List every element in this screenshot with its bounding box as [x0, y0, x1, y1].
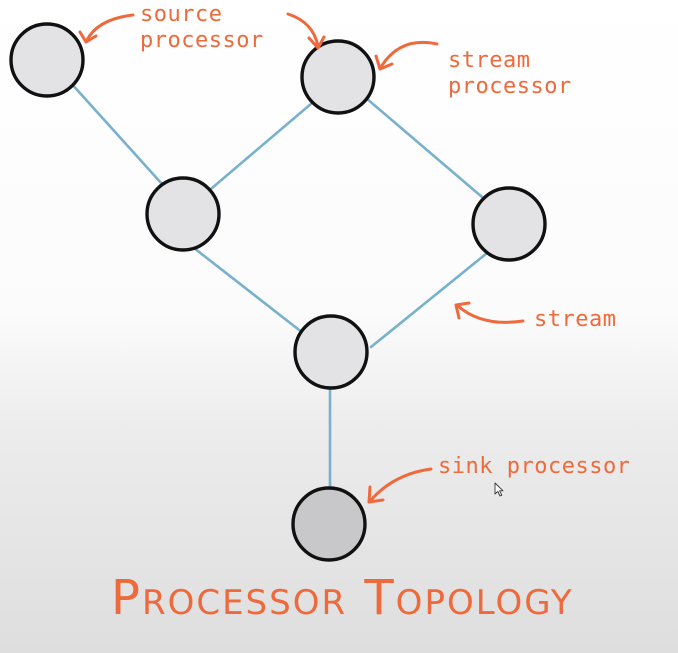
diagram-title: Processor Topology — [111, 570, 574, 626]
label-sink-processor: sink processor — [438, 454, 631, 479]
mouse-cursor-icon — [494, 482, 504, 497]
edge-source-to-left-node — [68, 80, 164, 186]
stream-processor-node-left — [145, 176, 221, 252]
source-processor-node — [9, 22, 85, 98]
label-source-line2: processor — [140, 28, 264, 53]
stream-processor-node-right — [471, 186, 547, 262]
stream-processor-node-top — [300, 39, 376, 115]
edge-right-node-to-center-node — [369, 247, 494, 349]
label-source-processor: source processor — [140, 3, 264, 53]
arrow-to-sink — [367, 467, 433, 504]
label-stream-processor: stream processor — [448, 49, 572, 99]
arrow-source-label-to-stream-node — [286, 12, 326, 50]
arrow-to-source — [78, 13, 135, 44]
label-source-line1: source — [140, 2, 223, 27]
arrow-to-stream — [454, 301, 525, 324]
label-stream: stream — [534, 307, 617, 332]
stream-processor-node-center — [293, 314, 369, 390]
label-stream-processor-line2: processor — [448, 74, 572, 99]
edge-stream-processor-to-right-node — [364, 96, 484, 199]
label-stream-processor-line1: stream — [448, 48, 531, 73]
arrow-to-stream-processor — [374, 40, 439, 71]
edge-stream-processor-to-left-node — [203, 101, 314, 196]
sink-processor-node — [291, 486, 367, 562]
edge-left-node-to-center-node — [183, 239, 305, 335]
